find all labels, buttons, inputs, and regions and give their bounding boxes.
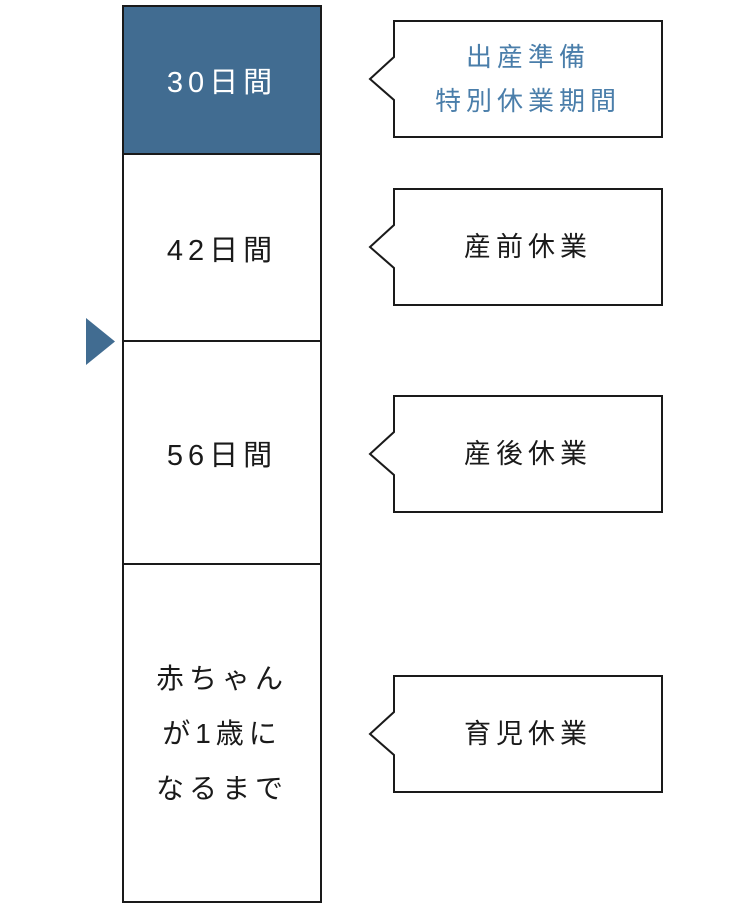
callout-label-line: 育児休業 — [464, 719, 592, 749]
segment-label: 30日間 — [166, 67, 278, 99]
callout-label-line: 出産準備 — [465, 42, 590, 72]
speech-bubble-shape — [368, 20, 663, 138]
segment-label-line: なるまで — [155, 772, 288, 804]
segment-label: 56日間 — [166, 439, 278, 472]
speech-bubble-shape — [368, 675, 663, 793]
callout-label-line: 産後休業 — [464, 439, 592, 469]
callout-label: 産後休業 — [394, 395, 662, 513]
timeline-segment-until-age-one: 赤ちゃん が1歳に なるまで — [124, 565, 320, 901]
callout-label: 産前休業 — [394, 188, 662, 306]
speech-bubble-shape — [368, 188, 663, 306]
callout-childcare-leave: 育児休業 — [368, 675, 664, 793]
arrow-right-icon — [86, 318, 115, 365]
callout-prenatal-leave: 産前休業 — [368, 188, 664, 306]
callout-label-line: 特別休業期間 — [434, 86, 621, 116]
callout-label-line: 産前休業 — [464, 232, 592, 262]
callout-postnatal-leave: 産後休業 — [368, 395, 664, 513]
timeline-segment-56-days: 56日間 — [124, 342, 320, 565]
speech-bubble-shape — [368, 395, 663, 513]
timeline-column: 30日間 42日間 56日間 赤ちゃん が1歳に なるまで — [122, 5, 322, 903]
callout-label: 出産準備 特別休業期間 — [394, 20, 662, 138]
segment-label: 42日間 — [166, 234, 278, 267]
callout-birth-preparation-special-leave: 出産準備 特別休業期間 — [368, 20, 664, 138]
timeline-segment-42-days: 42日間 — [124, 155, 320, 342]
timeline-segment-30-days: 30日間 — [124, 7, 320, 155]
segment-label-line: 赤ちゃん — [155, 662, 288, 694]
callout-label: 育児休業 — [394, 675, 662, 793]
segment-label-line: が1歳に — [162, 717, 282, 749]
